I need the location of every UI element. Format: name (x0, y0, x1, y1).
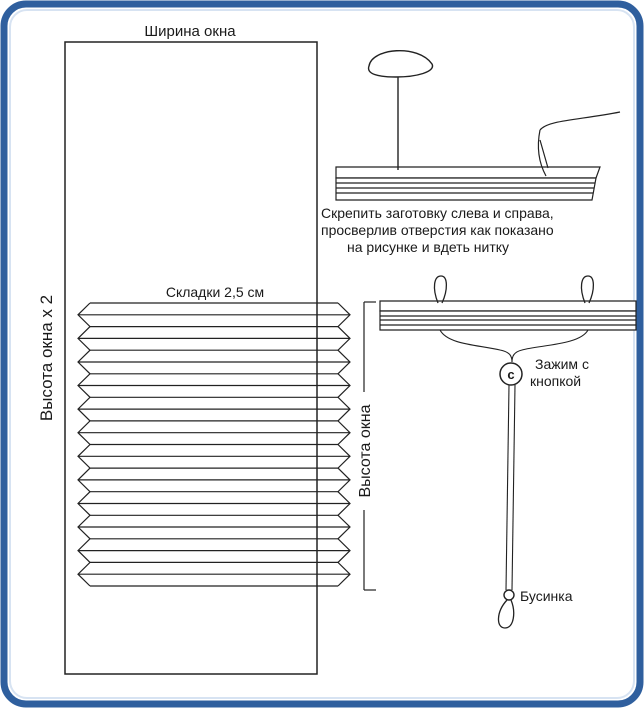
stacked-blank-bottom (379, 300, 637, 331)
clamp-label-line-2: кнопкой (530, 373, 581, 389)
pleat-right-edge (337, 302, 351, 587)
window-width-label: Ширина окна (144, 23, 236, 40)
needle-thread (537, 111, 621, 177)
bead-label: Бусинка (520, 588, 573, 604)
hanging-hook (367, 50, 434, 170)
pleat-left-edge (77, 302, 91, 587)
instruction-line-2: просверлив отверстия как показано (321, 222, 554, 238)
bottom-loop (497, 599, 515, 629)
inner-frame (9, 9, 635, 699)
pleat-zigzag (77, 302, 351, 587)
instruction-line-1: Скрепить заготовку слева и справа, (321, 205, 554, 221)
instruction-line-3: на рисунке и вдеть нитку (347, 239, 509, 255)
stacked-blank-top (335, 166, 601, 201)
window-height-label: Высота окна (357, 404, 374, 497)
window-height-x2-label: Высота окна х 2 (37, 295, 56, 421)
bead-icon (503, 589, 515, 601)
window-height-label-bg (356, 392, 372, 510)
top-loops (433, 275, 595, 304)
paper-sheet (64, 41, 318, 675)
clamp-glyph: c (507, 367, 514, 382)
pull-cords (439, 329, 589, 591)
pleats-label: Складки 2,5 см (166, 284, 264, 300)
clamp-label-line-1: Зажим с (535, 356, 589, 372)
clamp-icon (499, 362, 523, 386)
